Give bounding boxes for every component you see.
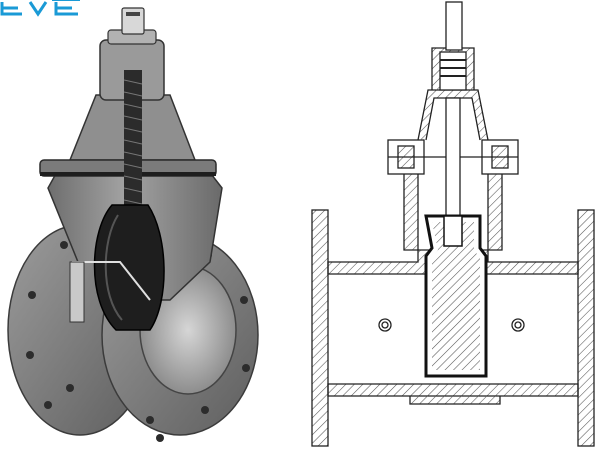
section-port-left [378, 318, 392, 332]
left-flange-bolt-holes [26, 241, 74, 409]
section-port-right [511, 318, 525, 332]
section-body-right-wall [487, 171, 503, 251]
cross-section-drawing [311, 1, 595, 447]
cutaway-valve-illustration [7, 7, 259, 442]
stem-cap [121, 7, 145, 35]
section-left-flange [311, 209, 329, 447]
section-stem-cap [445, 1, 463, 51]
section-body-left-wall [403, 171, 419, 251]
brand-logo-fragment [0, 0, 80, 17]
gate-wedge [93, 204, 165, 331]
section-bottom-wall [327, 383, 579, 397]
section-right-flange [577, 209, 595, 447]
